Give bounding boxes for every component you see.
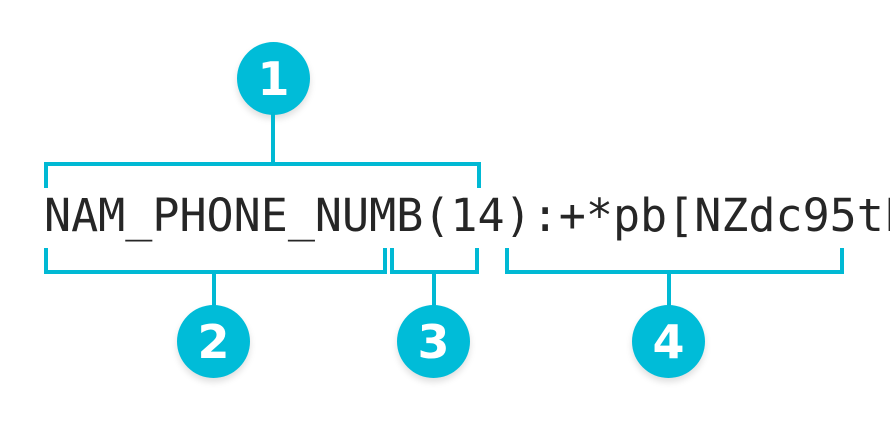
bracket-field-length: [390, 248, 479, 274]
callout-badge-2[interactable]: 2: [177, 305, 250, 378]
callout-stem-2: [212, 272, 216, 308]
callout-stem-1: [271, 112, 275, 164]
bracket-field-value: [505, 248, 844, 274]
callout-badge-1[interactable]: 1: [237, 42, 310, 115]
callout-badge-3[interactable]: 3: [397, 305, 470, 378]
callout-badge-4[interactable]: 4: [632, 305, 705, 378]
bracket-field-name: [44, 248, 387, 274]
annotated-string-text: NAM_PHONE_NUMB(14):+*pb[NZdc95tLB: [44, 189, 890, 242]
bracket-key: [44, 162, 481, 188]
callout-stem-4: [667, 272, 671, 308]
callout-stem-3: [432, 272, 436, 308]
